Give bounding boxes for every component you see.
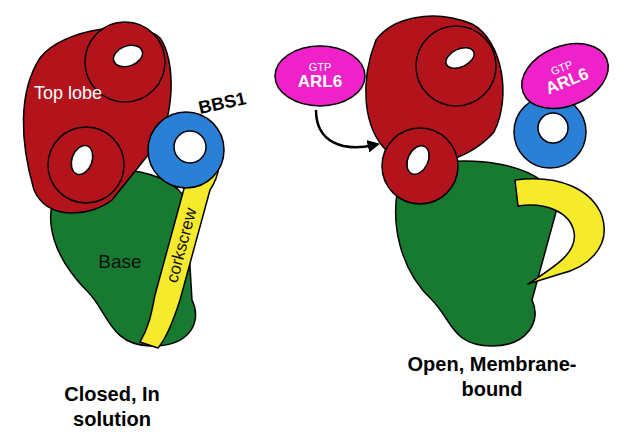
region-label-box: Base xyxy=(94,250,146,275)
node-label: Top lobe xyxy=(34,84,102,104)
state-caption: Open, Membrane-bound xyxy=(407,352,577,402)
top-ring xyxy=(416,26,496,106)
lower-ring xyxy=(382,128,458,204)
node-label: Base xyxy=(98,252,141,273)
bbs1-ring xyxy=(148,112,224,188)
node-label: ARL6 xyxy=(298,73,342,92)
node-label: BBS1 xyxy=(196,89,247,118)
subunit-label-box: BBS1 xyxy=(192,86,253,121)
corkscrew-shape xyxy=(515,179,604,284)
gtpase-ellipse: GTPARL6 xyxy=(274,45,366,107)
nucleotide-label: GTP xyxy=(309,61,332,73)
ellipse-fill xyxy=(512,31,618,120)
state-caption: Closed, In solution xyxy=(63,382,161,432)
lower-ring xyxy=(48,127,124,203)
ellipse-fill xyxy=(275,46,365,106)
binding-arrow xyxy=(316,110,374,147)
region-label-box: Top lobe xyxy=(30,82,107,106)
